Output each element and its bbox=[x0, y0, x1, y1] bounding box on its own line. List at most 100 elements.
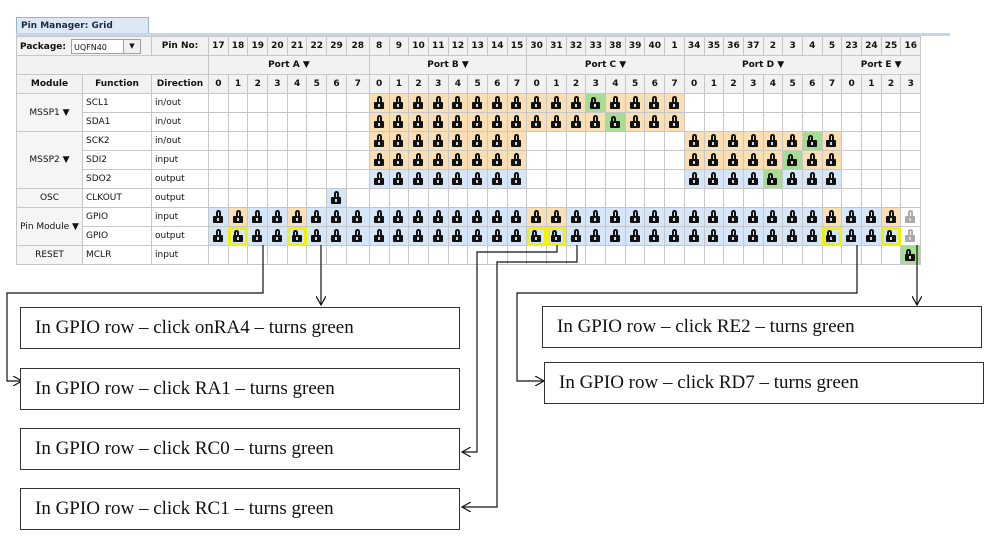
pin-cell[interactable] bbox=[486, 131, 508, 151]
unlock-icon bbox=[806, 172, 818, 185]
pin-cell[interactable] bbox=[408, 169, 429, 189]
pin-cell[interactable] bbox=[900, 226, 922, 246]
pin-cell[interactable] bbox=[565, 112, 587, 132]
module-name[interactable]: OSC bbox=[16, 188, 83, 208]
pin-cell[interactable] bbox=[880, 226, 902, 246]
pin-cell[interactable] bbox=[683, 226, 705, 246]
pin-cell[interactable] bbox=[427, 131, 449, 151]
unlock-icon bbox=[252, 229, 263, 242]
pin-cell[interactable] bbox=[683, 207, 705, 227]
direction-header: Direction bbox=[151, 74, 209, 94]
pin-cell[interactable] bbox=[585, 112, 607, 132]
chevron-down-icon[interactable]: ▼ bbox=[122, 39, 140, 53]
pin-cell[interactable] bbox=[742, 150, 764, 170]
module-name[interactable]: RESET bbox=[16, 245, 83, 265]
pin-cell[interactable] bbox=[447, 93, 469, 113]
pin-cell[interactable] bbox=[447, 150, 469, 170]
pin-cell[interactable] bbox=[227, 207, 249, 227]
pin-cell[interactable] bbox=[345, 207, 370, 227]
pin-cell[interactable] bbox=[664, 207, 685, 227]
unlock-icon bbox=[291, 210, 303, 223]
pin-cell[interactable] bbox=[624, 207, 646, 227]
port-header[interactable]: Port D ▼ bbox=[683, 55, 843, 75]
pin-cell[interactable] bbox=[408, 226, 429, 246]
pin-cell[interactable] bbox=[506, 169, 528, 189]
pin-cell[interactable] bbox=[723, 131, 744, 151]
pin-cell[interactable] bbox=[664, 112, 685, 132]
pin-cell[interactable] bbox=[506, 207, 528, 227]
module-name[interactable]: MSSP1 ▼ bbox=[16, 93, 83, 132]
pin-cell[interactable] bbox=[782, 131, 803, 151]
pin-cell[interactable] bbox=[565, 226, 587, 246]
pin-cell[interactable] bbox=[703, 226, 725, 246]
pin-cell[interactable] bbox=[486, 93, 508, 113]
pin-cell[interactable] bbox=[467, 150, 488, 170]
pin-cell[interactable] bbox=[368, 207, 390, 227]
pin-cell[interactable] bbox=[506, 150, 528, 170]
pin-cell[interactable] bbox=[821, 207, 843, 227]
pin-cell[interactable] bbox=[427, 150, 449, 170]
pin-cell[interactable] bbox=[447, 226, 469, 246]
pin-cell[interactable] bbox=[467, 131, 488, 151]
unlock-icon bbox=[747, 153, 759, 166]
module-name[interactable]: MSSP2 ▼ bbox=[16, 131, 83, 189]
pin-cell[interactable] bbox=[565, 93, 587, 113]
pin-cell[interactable] bbox=[408, 112, 429, 132]
pin-cell[interactable] bbox=[762, 226, 784, 246]
pin-cell[interactable] bbox=[388, 93, 410, 113]
pin-cell[interactable] bbox=[506, 226, 528, 246]
port-header[interactable]: Port B ▼ bbox=[368, 55, 528, 75]
pin-cell[interactable] bbox=[306, 207, 328, 227]
pin-cell[interactable] bbox=[703, 131, 725, 151]
unlock-icon bbox=[787, 229, 798, 242]
pin-cell[interactable] bbox=[900, 207, 922, 227]
package-select[interactable]: UQFN40▼ bbox=[70, 38, 141, 54]
pin-cell[interactable] bbox=[408, 150, 429, 170]
pin-cell[interactable] bbox=[605, 226, 626, 246]
pin-cell[interactable] bbox=[900, 245, 922, 265]
pin-cell[interactable] bbox=[801, 150, 823, 170]
pin-cell[interactable] bbox=[427, 93, 449, 113]
pin-cell[interactable] bbox=[723, 169, 744, 189]
port-header[interactable]: Port A ▼ bbox=[208, 55, 370, 75]
pin-cell[interactable] bbox=[762, 207, 784, 227]
pin-cell[interactable] bbox=[801, 131, 823, 151]
pin-cell[interactable] bbox=[526, 112, 547, 132]
pin-cell[interactable] bbox=[208, 207, 229, 227]
pin-cell[interactable] bbox=[683, 150, 705, 170]
unlock-icon bbox=[432, 134, 444, 147]
pin-cell[interactable] bbox=[486, 112, 508, 132]
pin-cell[interactable] bbox=[664, 93, 685, 113]
pin-cell[interactable] bbox=[585, 226, 607, 246]
pin-cell[interactable] bbox=[427, 207, 449, 227]
pin-cell[interactable] bbox=[526, 93, 547, 113]
pin-cell[interactable] bbox=[742, 226, 764, 246]
pin-cell[interactable] bbox=[408, 131, 429, 151]
port-header[interactable]: Port E ▼ bbox=[841, 55, 922, 75]
pin-cell[interactable] bbox=[624, 226, 646, 246]
pin-cell[interactable] bbox=[762, 131, 784, 151]
pin-cell[interactable] bbox=[644, 93, 666, 113]
pin-cell[interactable] bbox=[526, 226, 547, 246]
pin-cell[interactable] bbox=[782, 226, 803, 246]
pin-cell[interactable] bbox=[427, 169, 449, 189]
pin-cell[interactable] bbox=[388, 169, 410, 189]
pin-cell[interactable] bbox=[821, 226, 843, 246]
pin-cell[interactable] bbox=[782, 169, 803, 189]
pin-cell[interactable] bbox=[467, 207, 488, 227]
pin-cell[interactable] bbox=[703, 150, 725, 170]
unlock-icon bbox=[609, 229, 621, 242]
pin-cell[interactable] bbox=[306, 226, 328, 246]
pin-cell[interactable] bbox=[801, 207, 823, 227]
pin-cell[interactable] bbox=[427, 226, 449, 246]
pin-cell[interactable] bbox=[388, 226, 410, 246]
pin-cell[interactable] bbox=[762, 150, 784, 170]
pin-cell[interactable] bbox=[447, 207, 469, 227]
pin-cell[interactable] bbox=[546, 112, 567, 132]
pin-cell[interactable] bbox=[546, 226, 567, 246]
pin-cell[interactable] bbox=[644, 226, 666, 246]
pin-cell[interactable] bbox=[664, 226, 685, 246]
pin-cell[interactable] bbox=[861, 226, 882, 246]
